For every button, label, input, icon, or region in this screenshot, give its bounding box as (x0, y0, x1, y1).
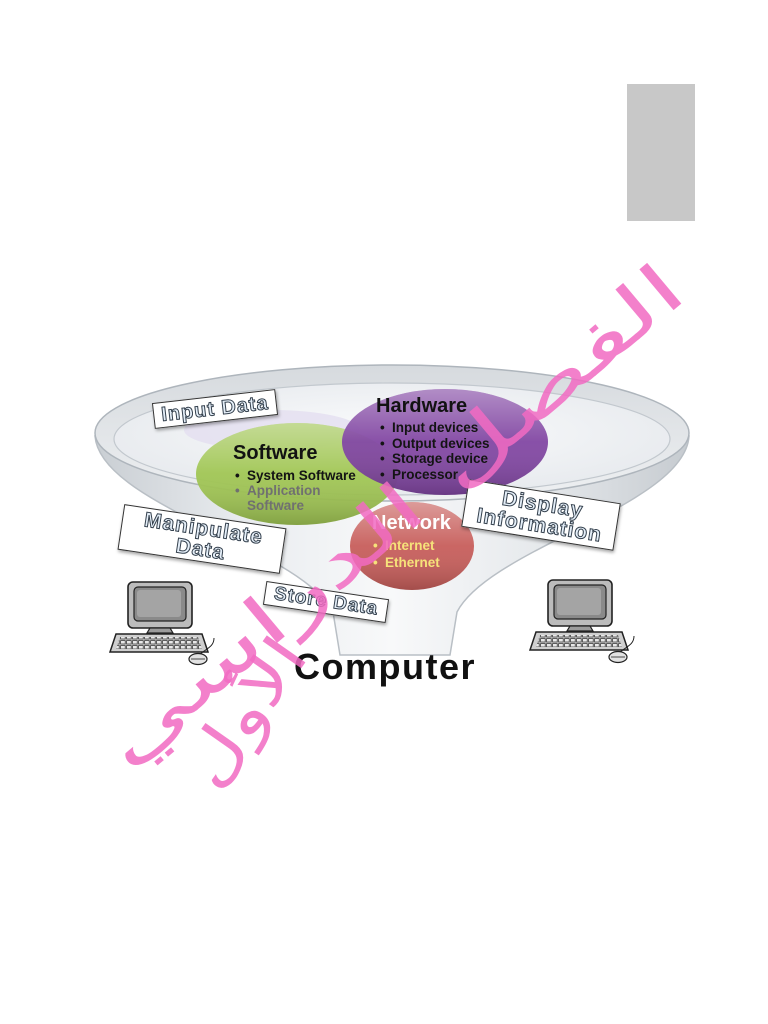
list-item: Input devices (379, 420, 490, 436)
software-title: Software (233, 442, 318, 464)
side-tab (627, 84, 695, 221)
list-item: Output devices (379, 436, 490, 452)
network-title: Network (372, 512, 451, 534)
hardware-title: Hardware (376, 395, 468, 417)
desktop-computer-icon (529, 579, 635, 664)
software-list: System Software Application Software (234, 468, 366, 513)
list-item: Application Software (234, 483, 366, 513)
list-item: Ethernet (372, 554, 440, 571)
computer-label: Computer (294, 646, 476, 687)
list-item: Storage device (379, 451, 490, 467)
list-item: Internet (372, 537, 440, 554)
list-item: Processor (379, 467, 490, 483)
hardware-list: Input devices Output devices Storage dev… (379, 420, 490, 482)
network-list: Internet Ethernet (372, 537, 440, 571)
list-item: System Software (234, 468, 366, 483)
